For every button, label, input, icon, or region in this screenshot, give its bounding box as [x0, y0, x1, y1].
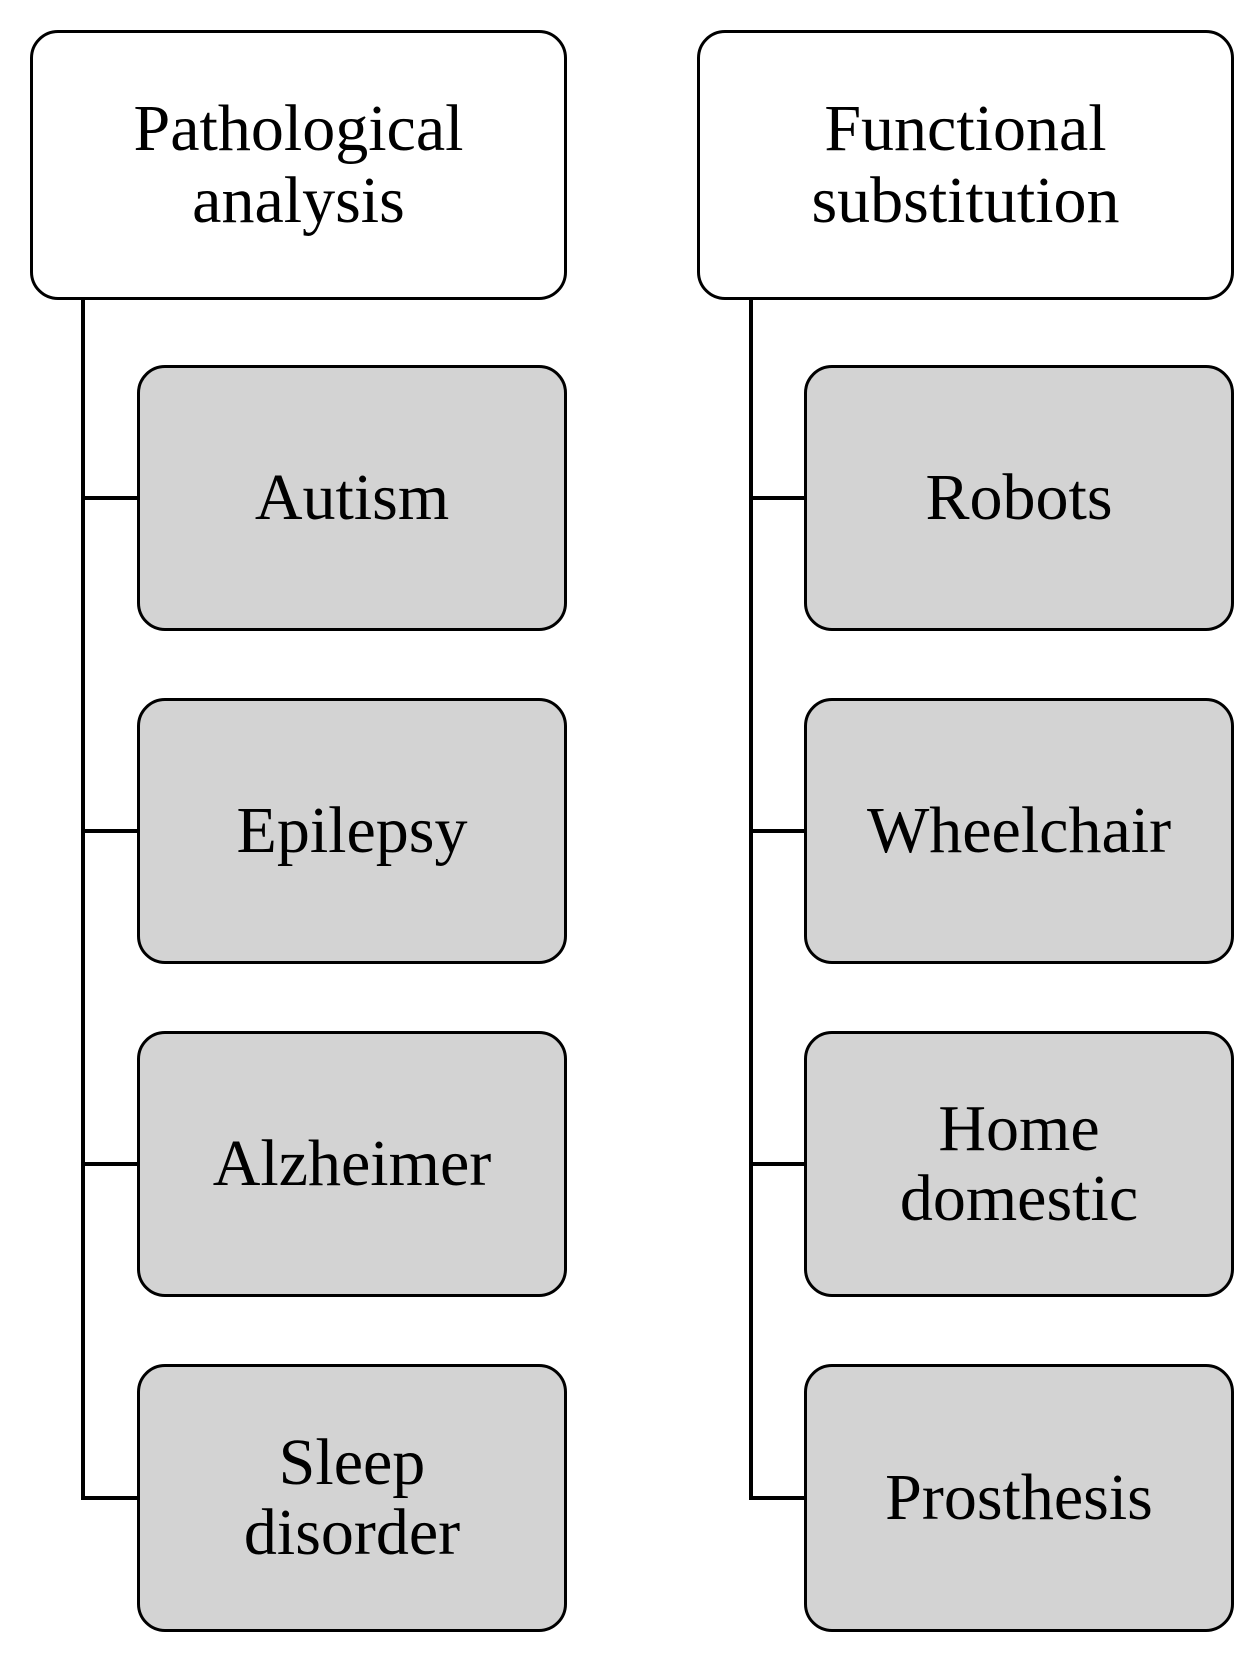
pathological-analysis-title: Pathological analysis: [133, 92, 464, 237]
epilepsy-node: Epilepsy: [137, 698, 567, 964]
robots-node: Robots: [804, 365, 1234, 631]
left-vertical-connector: [81, 298, 85, 1500]
sleep-disorder-label: Sleep disorder: [243, 1426, 461, 1569]
epilepsy-label: Epilepsy: [236, 794, 468, 867]
wheelchair-label: Wheelchair: [866, 794, 1172, 867]
functional-substitution-header: Functional substitution: [697, 30, 1234, 300]
right-branch-connector-2: [749, 829, 805, 833]
right-branch-connector-4: [749, 1496, 805, 1500]
left-branch-connector-2: [81, 829, 138, 833]
alzheimer-node: Alzheimer: [137, 1031, 567, 1297]
right-vertical-connector: [749, 298, 753, 1500]
sleep-disorder-node: Sleep disorder: [137, 1364, 567, 1632]
pathological-analysis-header: Pathological analysis: [30, 30, 567, 300]
prosthesis-node: Prosthesis: [804, 1364, 1234, 1632]
wheelchair-node: Wheelchair: [804, 698, 1234, 964]
right-branch-connector-1: [749, 496, 805, 500]
home-domestic-label: Home domestic: [899, 1092, 1139, 1235]
right-branch-connector-3: [749, 1162, 805, 1166]
autism-label: Autism: [254, 461, 450, 534]
left-branch-connector-4: [81, 1496, 138, 1500]
alzheimer-label: Alzheimer: [212, 1127, 492, 1200]
left-branch-connector-1: [81, 496, 138, 500]
functional-substitution-title: Functional substitution: [811, 92, 1120, 237]
autism-node: Autism: [137, 365, 567, 631]
prosthesis-label: Prosthesis: [885, 1461, 1153, 1534]
left-branch-connector-3: [81, 1162, 138, 1166]
robots-label: Robots: [925, 461, 1113, 534]
home-domestic-node: Home domestic: [804, 1031, 1234, 1297]
